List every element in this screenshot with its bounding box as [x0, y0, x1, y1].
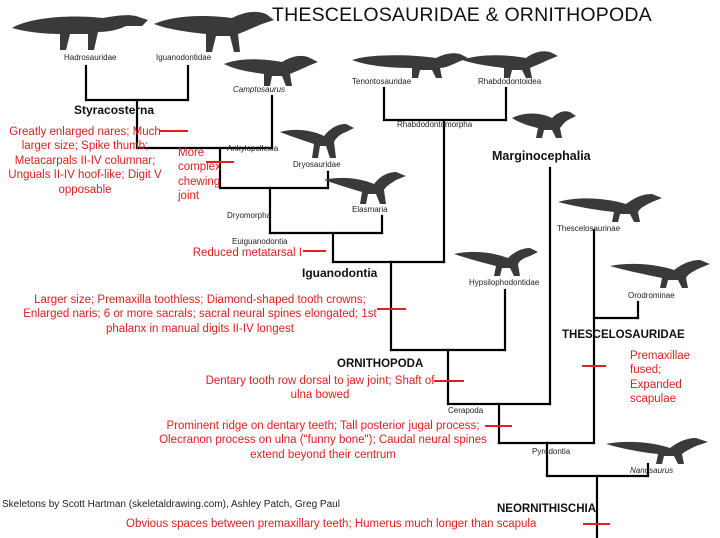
orodromine-skeleton-icon — [610, 260, 710, 288]
image-credit: Skeletons by Scott Hartman (skeletaldraw… — [2, 499, 340, 510]
rhabdodon-skeleton-icon — [462, 51, 558, 78]
taxon-tenontosauridae: Tenontosauridae — [352, 77, 412, 86]
clade-styracosterna: Styracosterna — [74, 103, 155, 117]
clade-cerapoda: Cerapoda — [448, 406, 484, 415]
characters-ankylopollexia: More complex chewing joint — [178, 147, 221, 203]
taxon-dryosauridae: Dryosauridae — [293, 160, 341, 169]
diagram-title: THESCELOSAURIDAE & ORNITHOPODA — [272, 4, 652, 26]
taxon-camptosaurus: Camptosaurus — [233, 85, 286, 94]
characters-thescelosauridae: Premaxillae fused; Expanded scapulae — [630, 350, 691, 406]
elasmaria-skeleton-icon — [324, 172, 406, 204]
characters-iguanodontia: Larger size; Premaxilla toothless; Diamo… — [23, 294, 377, 335]
marginocephalian-skeleton-icon — [512, 111, 576, 138]
thescelosaurus-skeleton-icon — [558, 194, 662, 222]
characters-ornithopoda: Dentary tooth row dorsal to jaw joint; S… — [205, 375, 435, 402]
camptosaurus-skeleton-icon — [224, 55, 318, 86]
taxon-orodrominae: Orodrominae — [628, 291, 675, 300]
hadrosaur-skeleton-icon — [12, 15, 148, 50]
taxon-nanosaurus: Nanosaurus — [630, 466, 674, 475]
taxon-hypsilophodontidae: Hypsilophodontidae — [469, 278, 540, 287]
taxon-iguanodontidae: Iguanodontidae — [156, 53, 212, 62]
clade-ankylopollexia: Ankylopollexia — [227, 144, 279, 153]
taxon-rhabdodontoidea: Rhabdodontoidea — [478, 77, 542, 86]
nanosaurus-skeleton-icon — [606, 438, 708, 464]
clade-thescelosauridae: THESCELOSAURIDAE — [562, 329, 685, 341]
clade-neornithischia: NEORNITHISCHIA — [497, 503, 597, 515]
taxon-hadrosauridae: Hadrosauridae — [64, 53, 117, 62]
clade-rhabdodontomorpha: Rhabdodontomorpha — [397, 120, 473, 129]
clade-euiguanodontia: Euiguanodontia — [232, 237, 288, 246]
characters-euiguanodontia: Reduced metatarsal I — [192, 247, 302, 259]
taxon-elasmaria: Elasmaria — [352, 205, 388, 214]
clade-marginocephalia: Marginocephalia — [492, 149, 591, 163]
clade-ornithopoda: ORNITHOPODA — [337, 358, 424, 370]
tenontosaurus-skeleton-icon — [352, 53, 468, 78]
clade-dryomorpha: Dryomorpha — [227, 211, 272, 220]
taxon-thescelosaurinae: Thescelosaurinae — [557, 224, 621, 233]
clade-iguanodontia: Iguanodontia — [302, 266, 378, 280]
clade-pyrodontia: Pyrodontia — [532, 447, 571, 456]
characters-cerapoda: Prominent ridge on dentary teeth; Tall p… — [159, 420, 487, 461]
dryosaurus-skeleton-icon — [280, 124, 354, 158]
hypsilophodon-skeleton-icon — [454, 248, 538, 276]
iguanodon-skeleton-icon — [154, 11, 274, 52]
characters-neornithischia: Obvious spaces between premaxillary teet… — [126, 518, 537, 530]
characters-styracosterna: Greatly enlarged nares; Much larger size… — [8, 126, 162, 196]
